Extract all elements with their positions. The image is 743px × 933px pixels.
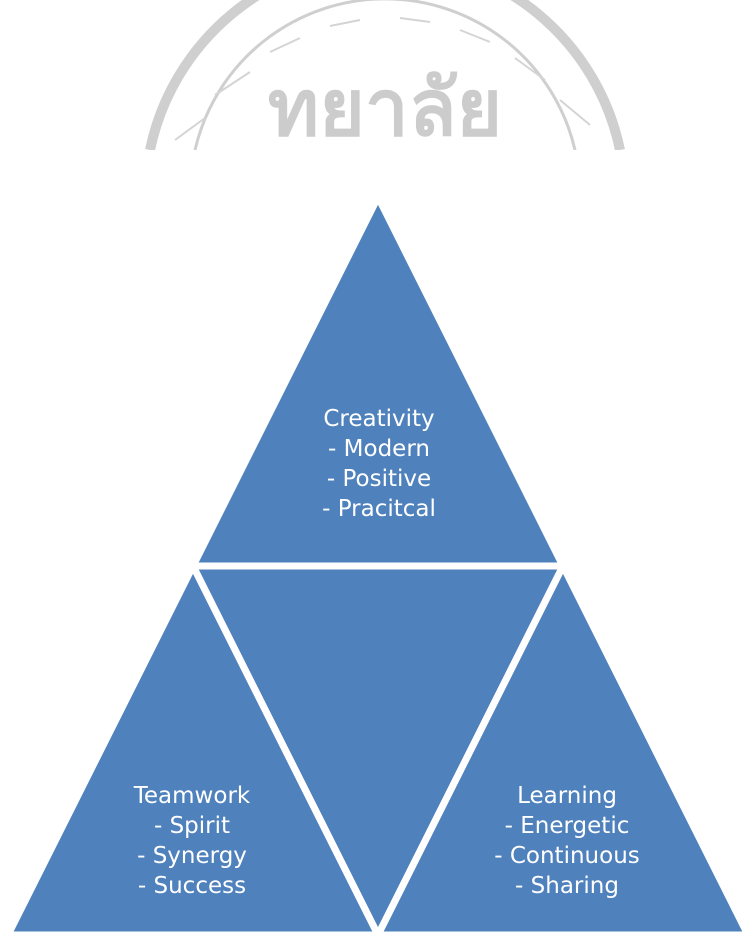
learning-item-3: - Sharing (515, 873, 619, 899)
teamwork-item-3: - Success (137, 873, 247, 899)
creativity-item-2: - Positive (326, 466, 432, 492)
label-top: Creativity - Modern - Positive - Pracitc… (279, 404, 479, 524)
teamwork-title: Teamwork (133, 783, 251, 809)
creativity-item-3: - Pracitcal (322, 496, 436, 522)
learning-item-2: - Continuous (494, 843, 640, 869)
label-left: Teamwork - Spirit - Synergy - Success (92, 781, 292, 901)
learning-title: Learning (517, 783, 617, 809)
teamwork-item-1: - Spirit (153, 813, 231, 839)
watermark-text: ทยาลัย (268, 64, 502, 150)
watermark-seal: ทยาลัย (0, 0, 743, 150)
triangle-right-learning (375, 558, 743, 933)
label-right: Learning - Energetic - Continuous - Shar… (467, 781, 667, 901)
seal-graphic: ทยาลัย (145, 0, 625, 150)
creativity-item-1: - Modern (328, 436, 430, 462)
learning-item-1: - Energetic (504, 813, 630, 839)
teamwork-item-2: - Synergy (137, 843, 247, 869)
triangle-left-teamwork (5, 558, 381, 933)
creativity-title: Creativity (323, 406, 435, 432)
